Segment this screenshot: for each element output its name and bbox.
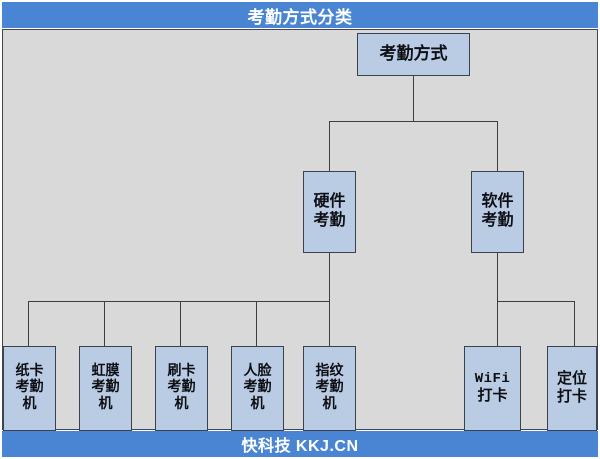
connector-to-software xyxy=(497,121,498,171)
watermark-text: 快科技 KKJ.CN xyxy=(241,438,359,455)
chart-footer-bar: 快科技 KKJ.CN xyxy=(2,431,598,457)
node-label-line: 机 xyxy=(98,396,113,412)
chart-header-bar: 考勤方式分类 xyxy=(2,2,598,28)
node-label-line: 机 xyxy=(174,396,189,412)
connector-hardware-leaf-5 xyxy=(329,301,330,346)
node-label-line: 人脸 xyxy=(243,363,272,379)
node-label-line: 打卡 xyxy=(556,388,587,405)
node-label-line: 考勤方式 xyxy=(379,44,448,64)
connector-software-leaf-1 xyxy=(497,301,498,346)
node-software-attendance[interactable]: 软件 考勤 xyxy=(471,171,524,253)
node-label-line: 指纹 xyxy=(315,363,344,379)
node-wifi-check-in[interactable]: WiFi 打卡 xyxy=(464,346,521,431)
node-label-line: 纸卡 xyxy=(15,363,44,379)
connector-hardware-down xyxy=(329,253,330,301)
node-label-line: 机 xyxy=(22,396,37,412)
node-label-line: 考勤 xyxy=(313,212,346,229)
node-label-line: 硬件 xyxy=(313,193,346,211)
node-label-line: WiFi xyxy=(474,371,511,388)
connector-hardware-leaf-2 xyxy=(104,301,105,346)
node-label-line: 机 xyxy=(250,396,265,412)
node-label-line: 考勤 xyxy=(15,380,44,396)
connector-root-down xyxy=(413,76,414,121)
node-label-line: 考勤 xyxy=(91,380,120,396)
page-title: 考勤方式分类 xyxy=(247,7,353,27)
node-attendance-method[interactable]: 考勤方式 xyxy=(357,33,470,76)
connector-software-leaf-2 xyxy=(574,301,575,346)
diagram-canvas: 考勤方式 硬件 考勤 软件 考勤 纸卡 考勤 机 虹膜 考勤 机 刷卡 考勤 机… xyxy=(2,29,598,431)
connector-level2-bar xyxy=(329,121,498,122)
node-label-line: 考勤 xyxy=(167,380,196,396)
node-fingerprint-attendance-machine[interactable]: 指纹 考勤 机 xyxy=(303,346,356,431)
node-label-line: 软件 xyxy=(481,193,514,211)
node-location-check-in[interactable]: 定位 打卡 xyxy=(547,346,597,431)
node-label-line: 打卡 xyxy=(477,387,508,404)
connector-hardware-leaf-1 xyxy=(28,301,29,346)
connector-hardware-leaf-bar xyxy=(28,301,330,302)
node-swipe-card-attendance-machine[interactable]: 刷卡 考勤 机 xyxy=(155,346,208,431)
connector-to-hardware xyxy=(329,121,330,171)
node-label-line: 考勤 xyxy=(315,380,344,396)
node-label-line: 考勤 xyxy=(481,212,514,229)
connector-software-leaf-bar xyxy=(497,301,575,302)
node-label-line: 机 xyxy=(322,396,337,412)
connector-hardware-leaf-3 xyxy=(180,301,181,346)
connector-hardware-leaf-4 xyxy=(256,301,257,346)
node-label-line: 考勤 xyxy=(243,380,272,396)
node-face-attendance-machine[interactable]: 人脸 考勤 机 xyxy=(231,346,284,431)
node-paper-card-attendance-machine[interactable]: 纸卡 考勤 机 xyxy=(3,346,56,431)
connector-software-down xyxy=(497,253,498,301)
node-iris-attendance-machine[interactable]: 虹膜 考勤 机 xyxy=(79,346,132,431)
node-hardware-attendance[interactable]: 硬件 考勤 xyxy=(303,171,356,253)
node-label-line: 刷卡 xyxy=(167,363,196,379)
node-label-line: 虹膜 xyxy=(91,363,120,379)
node-label-line: 定位 xyxy=(556,370,587,387)
